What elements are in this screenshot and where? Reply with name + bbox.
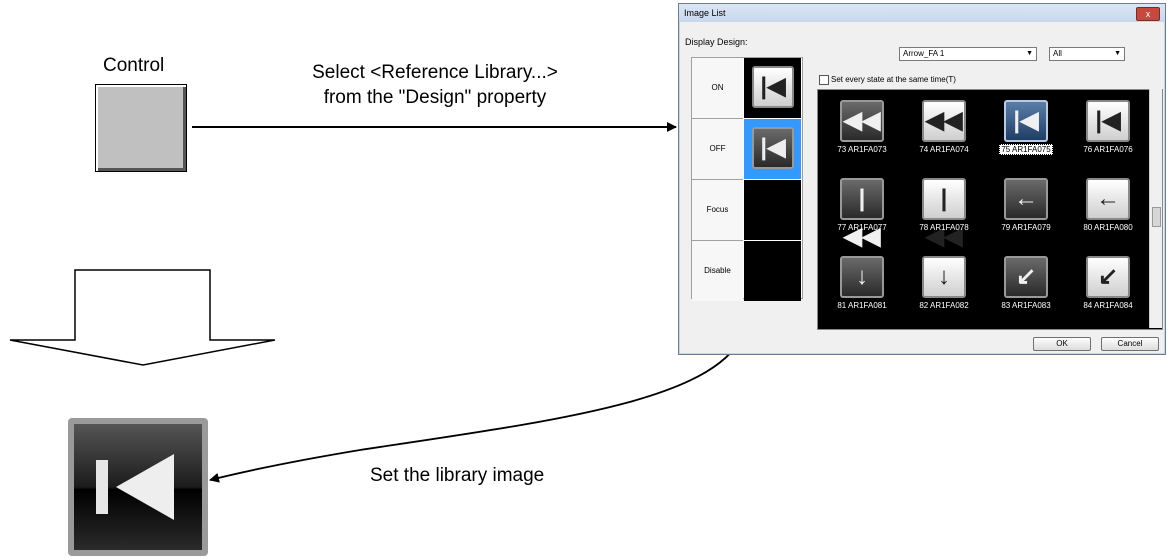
image-caption-text: 75 AR1FA075 (999, 144, 1053, 155)
image-caption: 83 AR1FA083 (986, 301, 1066, 310)
image-caption-text: 83 AR1FA083 (1001, 301, 1051, 310)
arrow-down-icon: ↓ (922, 256, 966, 298)
filter-dropdown[interactable]: All ▼ (1049, 47, 1125, 61)
state-disable-label[interactable]: Disable (692, 241, 743, 301)
thumb-glyph: ◀◀ (925, 107, 963, 134)
state-focus-image[interactable] (744, 180, 801, 240)
state-off-label[interactable]: OFF (692, 119, 743, 180)
instruction-text: Select <Reference Library...> from the "… (240, 60, 630, 110)
thumb-glyph: |◀ (1095, 107, 1121, 134)
skip-to-start-icon: |◀ (752, 66, 794, 108)
image-cell[interactable]: |◀◀78 AR1FA078 (904, 174, 984, 250)
library-dropdown-value: Arrow_FA 1 (903, 49, 945, 58)
close-icon[interactable]: x (1136, 7, 1160, 21)
image-caption: 81 AR1FA081 (822, 301, 902, 310)
chevron-down-icon: ▼ (1026, 50, 1033, 57)
arrow-down-icon: ↓ (840, 256, 884, 298)
skip-to-start-icon (96, 454, 174, 520)
image-caption: 82 AR1FA082 (904, 301, 984, 310)
image-cell[interactable]: |◀◀77 AR1FA077 (822, 174, 902, 250)
image-caption-text: 84 AR1FA084 (1083, 301, 1133, 310)
control-button-preview (95, 84, 187, 172)
state-focus-label[interactable]: Focus (692, 180, 743, 241)
image-caption-text: 81 AR1FA081 (837, 301, 887, 310)
display-design-label: Display Design: (685, 37, 748, 47)
image-caption: 73 AR1FA073 (822, 145, 902, 154)
state-list: ON |◀ OFF |◀ Focus Disable (691, 57, 803, 301)
image-cell[interactable]: ← 80 AR1FA080 (1068, 174, 1148, 238)
thumb-glyph: ← (1014, 185, 1038, 212)
arrow-down-left-icon: ↙ (1004, 256, 1048, 298)
thumb-glyph: |◀◀ (843, 185, 881, 250)
rewind-icon: ◀◀ (922, 100, 966, 142)
image-caption-text: 79 AR1FA079 (1001, 223, 1051, 232)
thumb-glyph: |◀◀ (925, 185, 963, 250)
image-caption: 74 AR1FA074 (904, 145, 984, 154)
image-caption-text: 73 AR1FA073 (837, 145, 887, 154)
filter-dropdown-value: All (1053, 49, 1062, 58)
image-list-dialog: Image List x Display Design: Arrow_FA 1 … (678, 3, 1166, 355)
skip-to-start-icon: |◀ (752, 127, 794, 169)
state-on-image[interactable]: |◀ (744, 58, 801, 118)
arrow-down-left-icon: ↙ (1086, 256, 1130, 298)
image-caption: 75 AR1FA075 (986, 144, 1066, 155)
instruction-line-2: from the "Design" property (323, 87, 547, 108)
image-cell[interactable]: ◀◀ 73 AR1FA073 (822, 96, 902, 160)
arrow-left-icon: ← (1004, 178, 1048, 220)
down-flow-arrow (9, 269, 276, 366)
thumb-glyph: ← (1096, 185, 1120, 212)
image-caption: 78 AR1FA078 (904, 223, 984, 232)
image-cell[interactable]: ◀◀ 74 AR1FA074 (904, 96, 984, 160)
image-caption-text: 80 AR1FA080 (1083, 223, 1133, 232)
image-cell[interactable]: ↙ 83 AR1FA083 (986, 252, 1066, 316)
dialog-title-bar: Image List x (679, 4, 1165, 22)
fast-skip-back-icon: |◀◀ (840, 178, 884, 250)
image-caption-text: 77 AR1FA077 (837, 223, 887, 232)
image-caption-text: 76 AR1FA076 (1083, 145, 1133, 154)
same-time-checkbox-label: Set every state at the same time(T) (831, 75, 956, 84)
library-dropdown[interactable]: Arrow_FA 1 ▼ (899, 47, 1037, 61)
thumb-glyph: ↙ (1015, 263, 1037, 290)
thumb-glyph: |◀ (1013, 107, 1039, 134)
image-cell[interactable]: ↓ 81 AR1FA081 (822, 252, 902, 316)
cancel-button[interactable]: Cancel (1101, 337, 1159, 351)
instruction-line-1: Select <Reference Library...> (312, 62, 558, 83)
same-time-checkbox[interactable] (819, 75, 829, 85)
state-on-label[interactable]: ON (692, 58, 743, 119)
image-grid: ◀◀73 AR1FA073◀◀74 AR1FA074|◀75 AR1FA075|… (817, 89, 1163, 330)
thumb-glyph: ◀◀ (843, 107, 881, 134)
fast-skip-back-icon: |◀◀ (922, 178, 966, 250)
result-button-image (68, 418, 208, 556)
state-off-image[interactable]: |◀ (744, 119, 801, 179)
thumb-glyph: ↙ (1097, 263, 1119, 290)
chevron-down-icon: ▼ (1114, 50, 1121, 57)
ok-button[interactable]: OK (1033, 337, 1091, 351)
image-caption: 77 AR1FA077 (822, 223, 902, 232)
skip-to-start-icon: |◀ (1086, 100, 1130, 142)
image-cell[interactable]: ← 79 AR1FA079 (986, 174, 1066, 238)
dialog-title: Image List (684, 8, 726, 18)
image-cell[interactable]: ↙ 84 AR1FA084 (1068, 252, 1148, 316)
image-cell[interactable]: ↓ 82 AR1FA082 (904, 252, 984, 316)
arrow-left-icon: ← (1086, 178, 1130, 220)
image-caption: 79 AR1FA079 (986, 223, 1066, 232)
image-cell[interactable]: |◀ 76 AR1FA076 (1068, 96, 1148, 160)
image-cell[interactable]: |◀ 75 AR1FA075 (986, 96, 1066, 160)
image-caption-text: 74 AR1FA074 (919, 145, 969, 154)
image-caption-text: 82 AR1FA082 (919, 301, 969, 310)
image-caption: 76 AR1FA076 (1068, 145, 1148, 154)
image-caption-text: 78 AR1FA078 (919, 223, 969, 232)
image-caption: 84 AR1FA084 (1068, 301, 1148, 310)
image-grid-scrollbar[interactable] (1149, 89, 1162, 328)
control-label: Control (103, 55, 165, 76)
state-disable-image[interactable] (744, 241, 801, 301)
rewind-icon: ◀◀ (840, 100, 884, 142)
scrollbar-thumb[interactable] (1152, 207, 1161, 227)
skip-to-start-icon: |◀ (1004, 100, 1048, 142)
thumb-glyph: ↓ (856, 263, 868, 290)
set-image-label: Set the library image (370, 465, 545, 486)
thumb-glyph: ↓ (938, 263, 950, 290)
image-caption: 80 AR1FA080 (1068, 223, 1148, 232)
